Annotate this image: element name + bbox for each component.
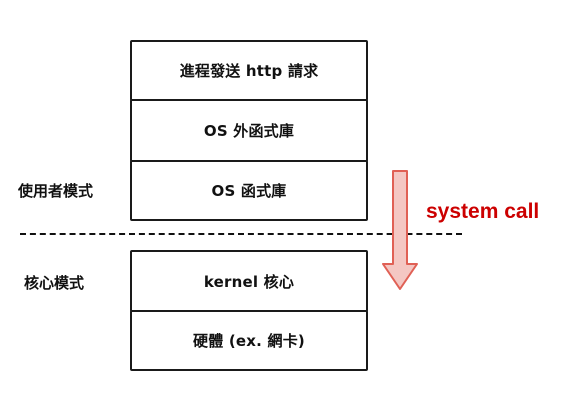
layer-label: kernel 核心: [203, 272, 295, 291]
system-call-arrow: [382, 170, 418, 290]
user-mode-label: 使用者模式: [18, 182, 94, 200]
layer-label: 進程發送 http 請求: [179, 62, 319, 80]
layer-os-external-library: OS 外函式庫: [130, 99, 368, 162]
layer-label: 硬體 (ex. 網卡): [193, 332, 305, 350]
kernel-mode-label: 核心模式: [24, 274, 85, 292]
layer-kernel: kernel 核心: [130, 250, 368, 312]
mode-divider-line: [20, 233, 462, 235]
layer-label: OS 外函式庫: [203, 122, 295, 140]
layer-label: OS 函式庫: [211, 182, 287, 200]
system-call-label: system call: [426, 200, 540, 223]
layer-hardware: 硬體 (ex. 網卡): [130, 310, 368, 371]
down-arrow-icon: [382, 170, 418, 290]
layer-process-http-request: 進程發送 http 請求: [130, 40, 368, 101]
layer-os-library: OS 函式庫: [130, 160, 368, 221]
